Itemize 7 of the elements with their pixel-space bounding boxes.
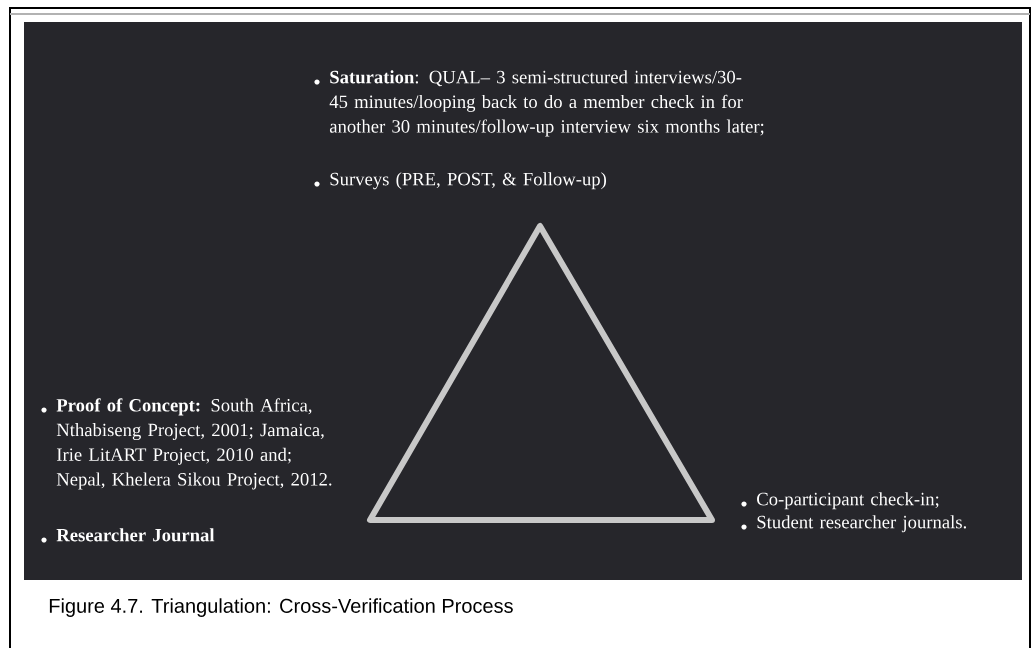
list-item: Researcher Journal [56,528,215,542]
list-item: Proof of Concept: South Africa, Nthabiseng Project, 2001; Jamaica, Irie LitART Project, 2010 and; Nepal, Khelera Sikou Project, 2012. [56,398,332,490]
figure-caption: Figure 4.7. Triangulation: Cross-Verification Process [49,598,513,617]
list-item: Student researcher journals. [757,515,966,533]
list-item: Surveys (PRE, POST, & Follow-up) [330,172,606,190]
list-item: Saturation: QUAL– 3 semi-structured interviews/30-45 minutes/looping back to do a member check in for another 30 minutes/follow-up interview six months later; [329,70,764,137]
list-item: Co-participant check-in; [757,492,939,510]
